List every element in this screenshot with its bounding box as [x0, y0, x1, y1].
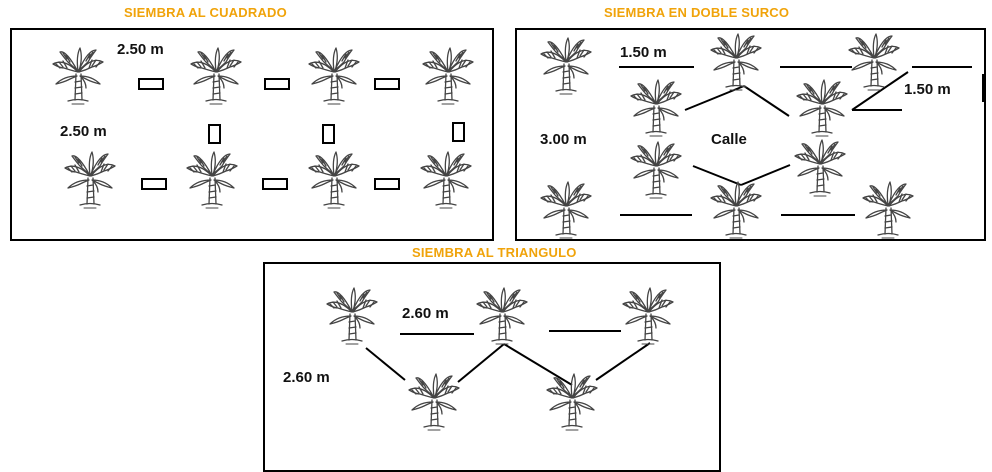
- spacing-label-row: 1.50 m: [620, 44, 667, 61]
- panel-siembra-doble-surco: [515, 28, 986, 241]
- spacing-label-street: 3.00 m: [540, 131, 587, 148]
- banana-plant-icon: [324, 286, 380, 348]
- planting-hole-icon: [322, 124, 335, 144]
- planting-hole-icon: [452, 122, 465, 142]
- banana-plant-icon: [538, 36, 594, 98]
- banana-plant-icon: [474, 286, 530, 348]
- spacing-label-horizontal: 2.60 m: [402, 305, 449, 322]
- banana-plant-icon: [794, 78, 850, 140]
- spacing-label-diagonal: 2.60 m: [283, 369, 330, 386]
- title-siembra-doble-surco: SIEMBRA EN DOBLE SURCO: [604, 5, 790, 20]
- spacing-label-diagonal: 1.50 m: [904, 81, 951, 98]
- banana-plant-icon: [306, 150, 362, 212]
- banana-plant-icon: [846, 32, 902, 94]
- spacing-label-vertical: 2.50 m: [60, 123, 107, 140]
- banana-plant-icon: [628, 78, 684, 140]
- planting-hole-icon: [374, 178, 400, 190]
- planting-hole-icon: [264, 78, 290, 90]
- banana-plant-icon: [708, 180, 764, 242]
- banana-plant-icon: [708, 32, 764, 94]
- banana-plant-icon: [306, 46, 362, 108]
- banana-plant-icon: [620, 286, 676, 348]
- spacing-label-horizontal: 2.50 m: [117, 41, 164, 58]
- banana-plant-icon: [184, 150, 240, 212]
- banana-plant-icon: [860, 180, 916, 242]
- planting-hole-icon: [138, 78, 164, 90]
- banana-plant-icon: [188, 46, 244, 108]
- banana-plant-icon: [628, 140, 684, 202]
- banana-plant-icon: [62, 150, 118, 212]
- banana-plant-icon: [406, 372, 462, 434]
- banana-plant-icon: [792, 138, 848, 200]
- banana-plant-icon: [50, 46, 106, 108]
- banana-plant-icon: [420, 46, 476, 108]
- banana-plant-icon: [544, 372, 600, 434]
- title-siembra-cuadrado: SIEMBRA AL CUADRADO: [124, 5, 287, 20]
- planting-hole-icon: [141, 178, 167, 190]
- planting-hole-icon: [208, 124, 221, 144]
- title-siembra-triangulo: SIEMBRA AL TRIANGULO: [412, 245, 577, 260]
- street-label: Calle: [711, 131, 747, 148]
- banana-plant-icon: [418, 150, 474, 212]
- planting-hole-icon: [374, 78, 400, 90]
- planting-hole-icon: [262, 178, 288, 190]
- banana-plant-icon: [538, 180, 594, 242]
